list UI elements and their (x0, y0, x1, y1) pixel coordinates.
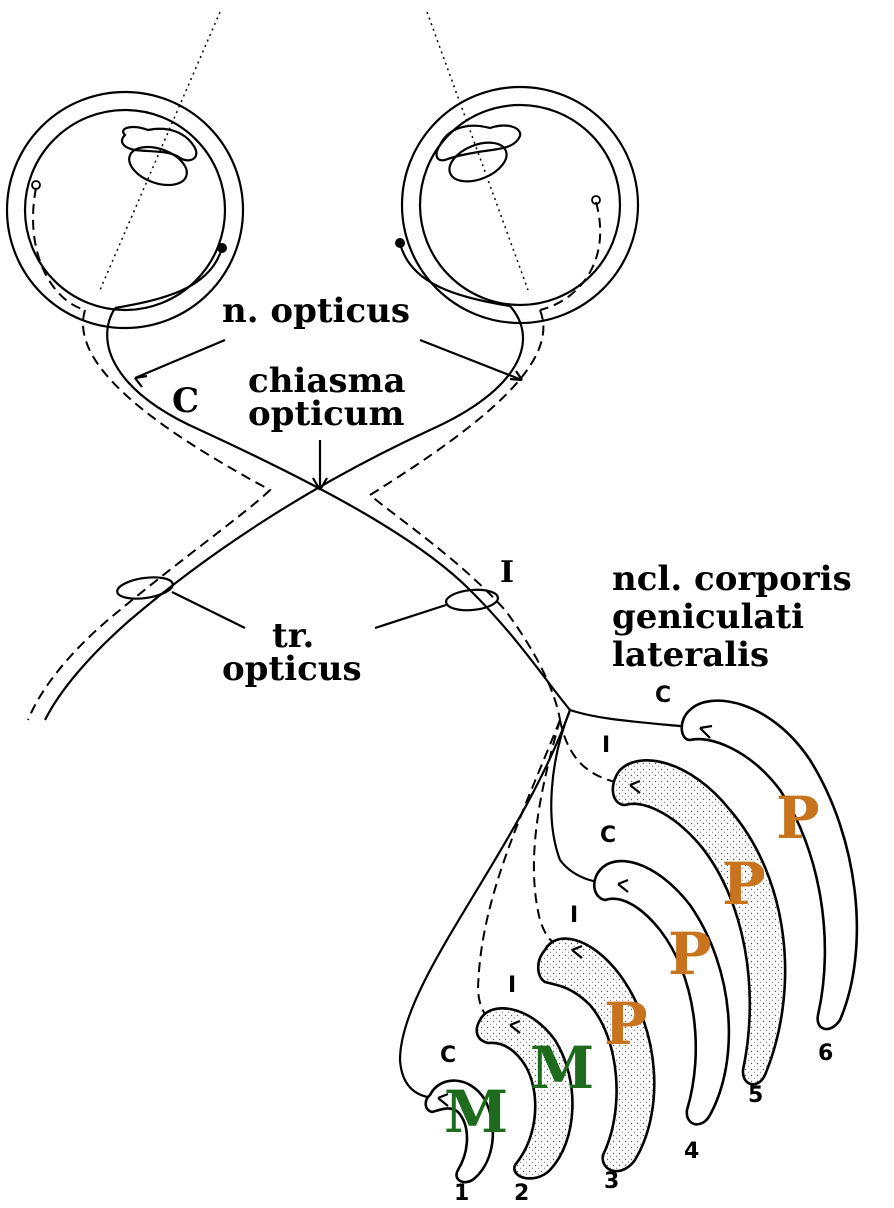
layer-3-input: I (570, 903, 578, 928)
label-ipsilateral-main: I (500, 555, 514, 590)
right-retina-dashed (540, 202, 600, 310)
n-opticus-arrowhead-left (135, 376, 147, 387)
layer-6-input: C (655, 683, 671, 708)
label-ncl-line1: ncl. corporis (612, 559, 852, 599)
right-retina-solid (400, 243, 510, 306)
n-opticus-pointer-right (420, 340, 522, 380)
tr-opticus-pointer-left (172, 592, 245, 628)
label-contralateral-main: C (172, 381, 199, 421)
n-opticus-pointer-left (135, 340, 225, 378)
layer-2-number: 2 (514, 1181, 529, 1206)
layer-4-input: C (600, 823, 616, 848)
layer-4-celltype: P (668, 920, 712, 988)
layer-5-number: 5 (748, 1083, 763, 1108)
layer-4-number: 4 (684, 1139, 699, 1164)
layer-3-celltype: P (604, 990, 648, 1058)
layer-6-celltype: P (776, 784, 820, 852)
layer-5-input: I (602, 733, 610, 758)
left-tract-marker (116, 574, 174, 602)
layer-6-number: 6 (818, 1041, 833, 1066)
layer-1-celltype: M (444, 1078, 508, 1146)
layer-5-celltype: P (722, 850, 766, 918)
tr-opticus-pointer-right (375, 605, 446, 628)
label-chiasma-line2: opticum (248, 394, 404, 434)
layer-1-number: 1 (454, 1181, 469, 1206)
label-n-opticus: n. opticus (222, 291, 410, 331)
right-eyeball (395, 87, 638, 323)
label-ncl-line2: geniculati (612, 597, 804, 637)
layer-2-input: I (508, 973, 516, 998)
layer-1-input: C (440, 1043, 456, 1068)
left-eyeball (7, 92, 243, 328)
layer-2-celltype: M (530, 1034, 594, 1102)
label-ncl-line3: lateralis (612, 635, 769, 675)
layer-3-number: 3 (604, 1169, 619, 1194)
label-tr-line2: opticus (222, 649, 362, 689)
